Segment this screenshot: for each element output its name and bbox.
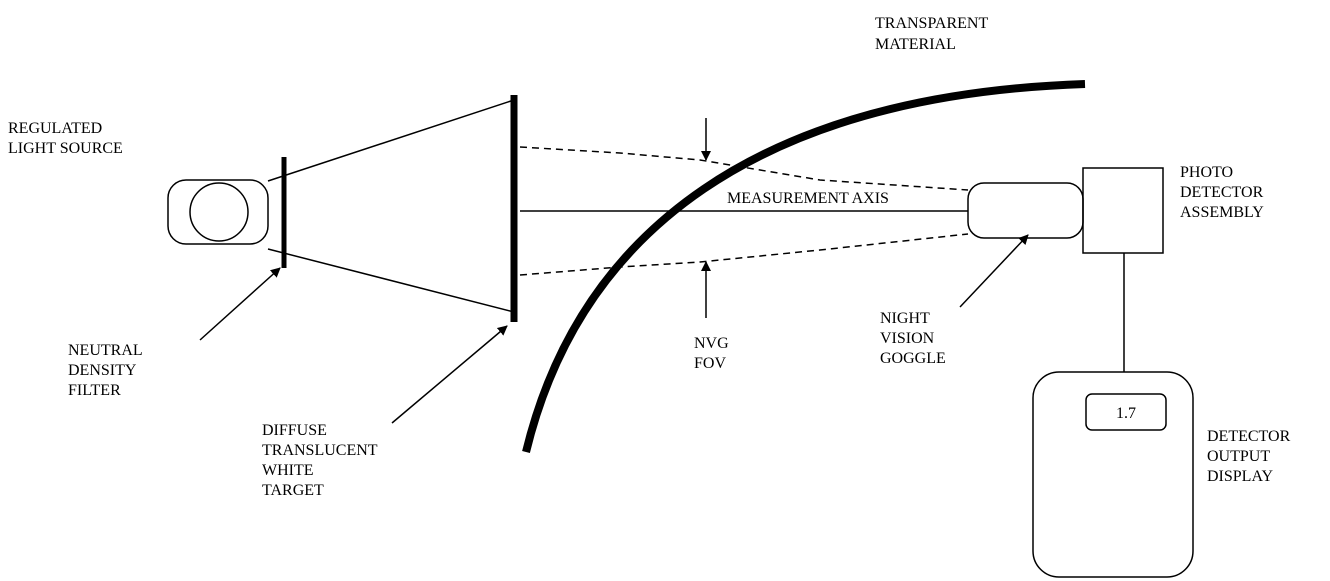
nvg-fov-label: NVG FOV xyxy=(694,335,733,372)
filter-pointer-arrow xyxy=(199,267,281,341)
fov-upper-dashed-line xyxy=(519,146,969,191)
transparent-material-label: TRANSPARENT MATERIAL xyxy=(875,15,992,53)
fov-lower-dashed-line xyxy=(519,233,969,276)
neutral-density-filter-label: NEUTRAL DENSITY FILTER xyxy=(68,342,146,399)
photo-detector-label: PHOTO DETECTOR ASSEMBLY xyxy=(1180,164,1267,221)
cone-upper-line xyxy=(267,99,515,182)
transparent-material-curve xyxy=(522,80,1086,453)
goggle-pointer-arrow xyxy=(959,234,1029,308)
cone-lower-line xyxy=(267,248,515,313)
diffuse-target-label: DIFFUSE TRANSLUCENT WHITE TARGET xyxy=(262,422,381,499)
light-source-label: REGULATED LIGHT SOURCE xyxy=(8,120,123,157)
regulated-light-source xyxy=(167,179,269,245)
target-pointer-arrow xyxy=(391,325,508,424)
night-vision-goggle-label: NIGHT VISION GOGGLE xyxy=(880,310,946,367)
detector-output-display-label: DETECTOR OUTPUT DISPLAY xyxy=(1207,428,1294,485)
measurement-axis-label: MEASUREMENT AXIS xyxy=(727,190,889,207)
photo-detector-assembly xyxy=(1082,167,1164,254)
detector-output-display: 1.7 xyxy=(1032,371,1194,578)
display-reading: 1.7 xyxy=(1116,405,1136,422)
display-readout-window xyxy=(1085,393,1167,431)
night-vision-goggle xyxy=(967,182,1084,239)
